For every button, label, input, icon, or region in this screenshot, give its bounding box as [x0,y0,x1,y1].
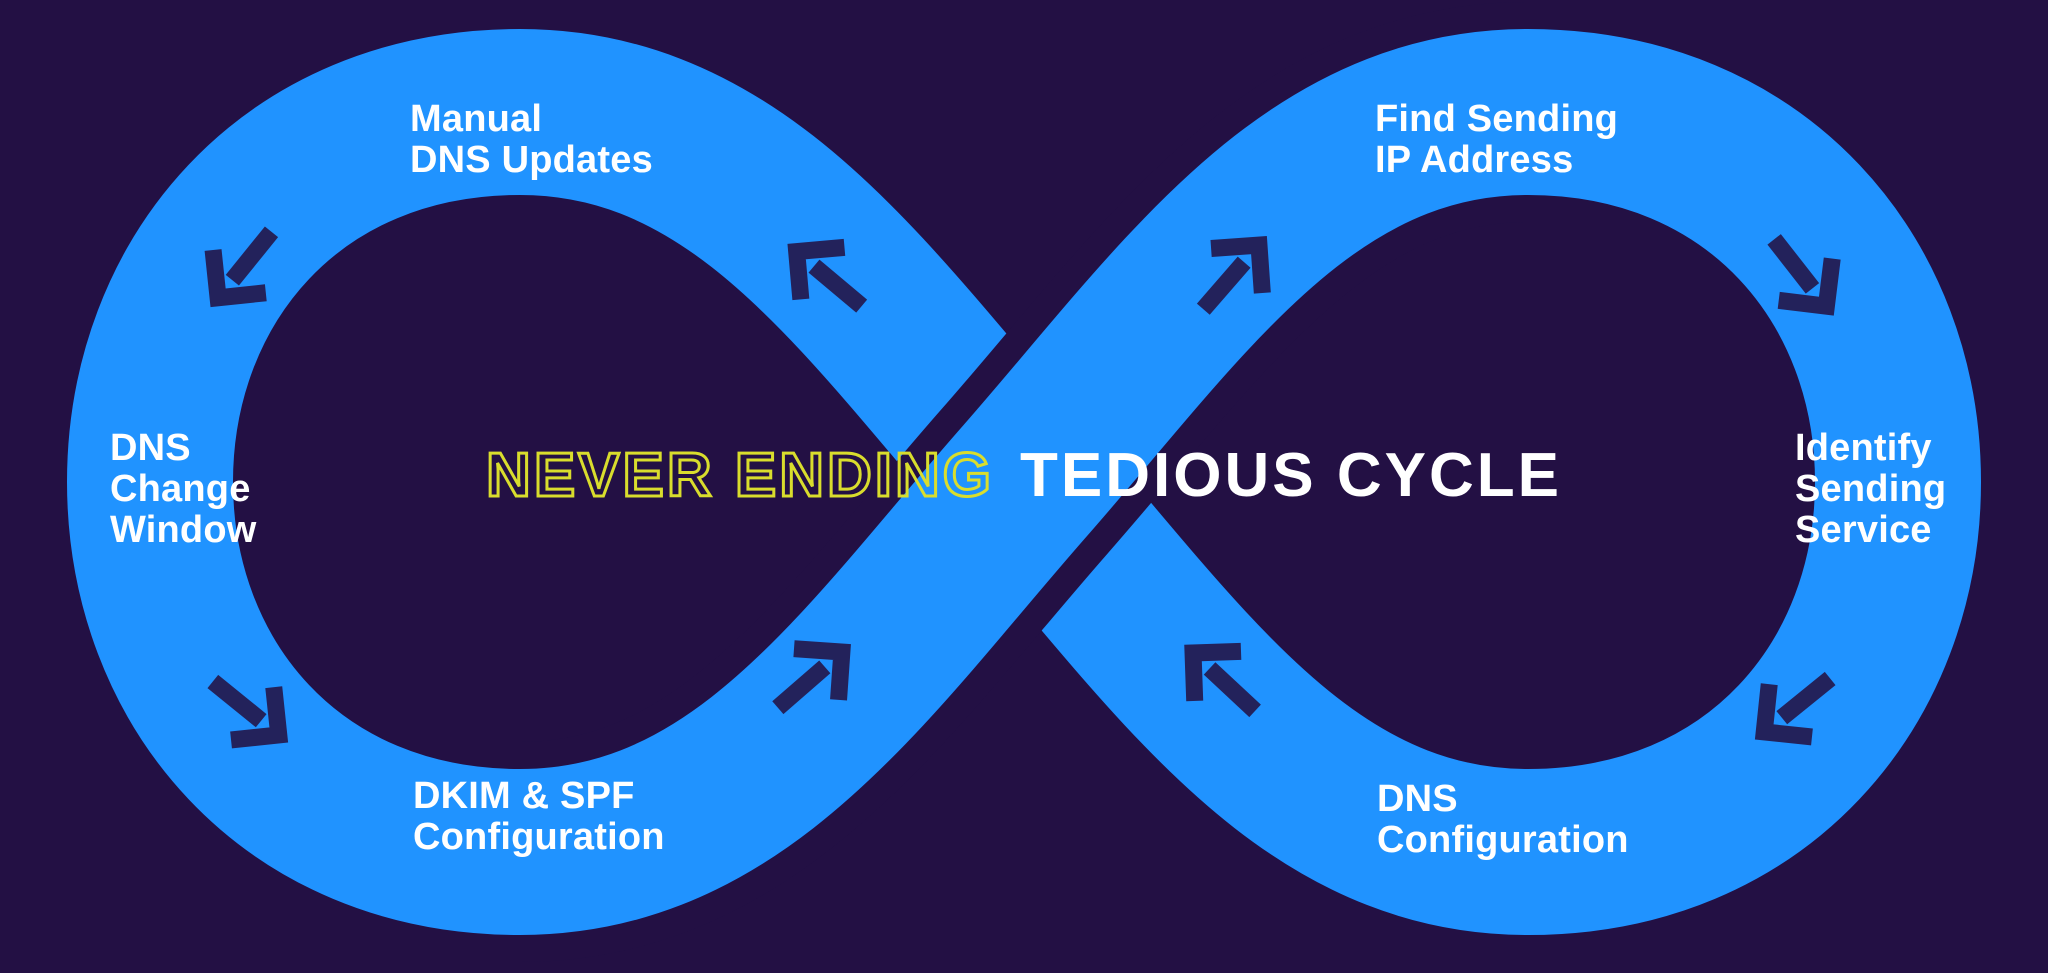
label-dns-change-window: DNS Change Window [110,427,257,552]
arrow-down-left-icon [1751,663,1839,751]
label-dkim-spf-configuration: DKIM & SPF Configuration [413,775,665,859]
arrow-down-right-icon [1757,230,1846,319]
arrow-down-right-icon [204,666,292,754]
label-find-sending-ip-address: Find Sending IP Address [1375,98,1619,182]
center-headline: NEVER ENDING TEDIOUS CYCLE [0,443,2048,508]
label-identify-sending-service: Identify Sending Service [1795,427,1947,552]
loop-front-strand [517,29,1531,935]
arrow-up-right-icon [1190,232,1275,317]
arrow-up-left-icon [784,234,871,321]
arrow-up-right-icon [769,635,854,720]
headline-outlined-text: NEVER ENDING [485,441,995,510]
label-dns-configuration: DNS Configuration [1377,778,1629,862]
arrow-down-left-icon [199,223,287,311]
arrow-up-left-icon [1181,639,1264,722]
headline-solid-text: TEDIOUS CYCLE [1020,441,1562,510]
label-manual-dns-updates: Manual DNS Updates [410,98,653,182]
